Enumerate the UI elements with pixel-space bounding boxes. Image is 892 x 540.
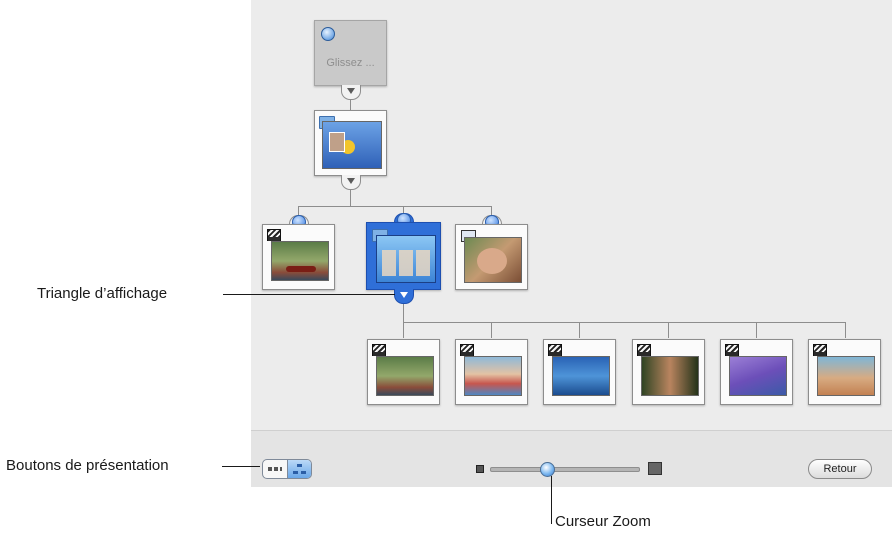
connector-line: [579, 322, 580, 338]
movie-node-child-2[interactable]: [455, 339, 528, 405]
movie-thumbnail: [376, 356, 434, 396]
connector-line: [350, 96, 351, 110]
movie-thumbnail: [641, 356, 699, 396]
disclosure-triangle-icon: [400, 292, 408, 298]
connector-line: [668, 322, 669, 338]
zoom-out-icon[interactable]: [476, 465, 484, 473]
disclosure-triangle-icon: [347, 88, 355, 94]
callout-disclosure-triangle: Triangle d’affichage: [37, 285, 168, 302]
clapperboard-icon: [637, 344, 651, 356]
faces-shape: [477, 248, 507, 274]
movie-node-child-3[interactable]: [543, 339, 616, 405]
horizontal-view-button[interactable]: [263, 460, 287, 478]
clapperboard-icon: [460, 344, 474, 356]
connector-line: [491, 206, 492, 218]
callout-view-buttons: Boutons de présentation: [6, 457, 169, 474]
clapperboard-icon: [725, 344, 739, 356]
connector-line: [756, 322, 757, 338]
movie-thumbnail: [552, 356, 610, 396]
tree-view-button[interactable]: [287, 460, 311, 478]
clapperboard-icon: [267, 229, 281, 241]
disclosure-triangle-main-menu[interactable]: [341, 175, 361, 190]
connector-line: [350, 190, 351, 206]
callout-line: [222, 466, 260, 467]
connector-line: [845, 322, 846, 338]
movie-thumbnail: [729, 356, 787, 396]
connector-line: [298, 206, 299, 218]
view-buttons: [262, 459, 312, 479]
horizontal-layout-icon: [268, 467, 282, 471]
callout-line: [223, 294, 395, 295]
zoom-slider-thumb[interactable]: [539, 462, 555, 477]
connector-line: [491, 322, 492, 338]
clapperboard-icon: [813, 344, 827, 356]
tree-layout-icon: [293, 464, 306, 474]
main-menu-node[interactable]: [314, 110, 387, 176]
movie-thumbnail: [464, 356, 522, 396]
connector-line: [403, 206, 404, 216]
submenu-thumbnail: [376, 235, 436, 283]
bottom-toolbar: [251, 430, 892, 487]
movie-thumbnail: [817, 356, 875, 396]
clapperboard-icon: [372, 344, 386, 356]
root-drop-node[interactable]: Glissez ...: [314, 20, 387, 86]
slideshow-thumbnail: [464, 237, 522, 283]
zoom-in-icon[interactable]: [648, 462, 662, 475]
zoom-slider[interactable]: [490, 467, 640, 472]
submenu-node-selected[interactable]: [366, 222, 441, 290]
connector-line: [403, 322, 846, 323]
menu-thumbnail: [322, 121, 382, 169]
movie-node-1[interactable]: [262, 224, 335, 290]
disclosure-triangle-selected[interactable]: [394, 289, 414, 304]
disclosure-triangle-root[interactable]: [341, 85, 361, 100]
callout-zoom-slider: Curseur Zoom: [555, 513, 651, 530]
callout-line: [551, 476, 552, 524]
connector-line: [403, 322, 404, 338]
connector-line: [298, 206, 492, 207]
root-node-label: Glissez ...: [326, 57, 375, 69]
disclosure-triangle-icon: [347, 178, 355, 184]
slideshow-node[interactable]: [455, 224, 528, 290]
movie-node-child-6[interactable]: [808, 339, 881, 405]
connector-line: [403, 302, 404, 322]
movie-node-child-4[interactable]: [632, 339, 705, 405]
movie-thumbnail: [271, 241, 329, 281]
grid-shape: [382, 250, 430, 276]
clapperboard-icon: [548, 344, 562, 356]
movie-node-child-1[interactable]: [367, 339, 440, 405]
autoplay-icon: [321, 27, 335, 41]
boat-shape: [286, 266, 316, 272]
movie-node-child-5[interactable]: [720, 339, 793, 405]
back-button[interactable]: Retour: [808, 459, 872, 479]
photo-shape: [329, 132, 345, 152]
